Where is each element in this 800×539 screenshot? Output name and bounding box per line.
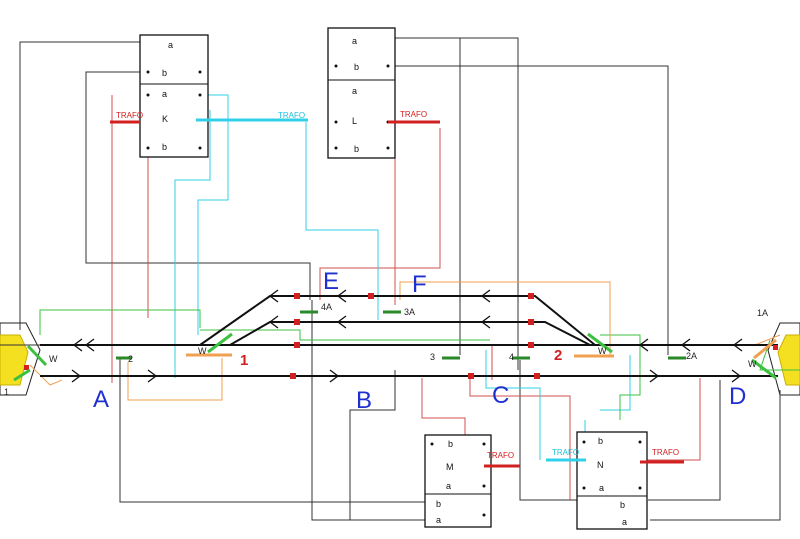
box-M-row-3: a: [446, 481, 451, 491]
block-number-2: 2: [554, 347, 562, 364]
tracks: [40, 295, 778, 377]
trafo-label-K-cyan: TRAFO: [278, 111, 305, 120]
label-B: B: [356, 387, 372, 414]
label-E: E: [323, 268, 339, 295]
section-4: 4: [509, 352, 514, 362]
orange-wires: [29, 281, 781, 401]
trafo-label-L: TRAFO: [400, 110, 427, 119]
switch-label-left: W: [49, 354, 58, 364]
box-N-row-5: a: [622, 517, 627, 527]
box-N-row-2: N: [597, 460, 604, 470]
left-terminal: [0, 322, 41, 396]
trafo-label-N-cyan: TRAFO: [552, 448, 579, 457]
trafo-label-K: TRAFO: [116, 111, 143, 120]
box-K-row-2: b: [162, 68, 167, 78]
switch-label-inner-right: W: [598, 346, 607, 356]
black-wires: [0, 37, 781, 521]
label-F: F: [412, 271, 427, 298]
box-N-row-1: b: [598, 436, 603, 446]
box-L-row-1: a: [352, 36, 357, 46]
section-markers: [24, 293, 778, 379]
track-arrows: [71, 289, 743, 383]
section-1: 1: [4, 387, 9, 397]
box-L: a b a L b: [327, 27, 396, 159]
box-N-row-3: a: [599, 483, 604, 493]
switch-motors: [13, 332, 777, 382]
section-1A: 1A: [757, 308, 768, 318]
label-A: A: [93, 386, 109, 413]
section-3: 3: [430, 352, 435, 362]
box-M-row-4: b: [436, 499, 441, 509]
box-M-row-2: M: [446, 462, 454, 472]
cyan-wires: [174, 94, 631, 480]
isolators: [116, 310, 686, 360]
box-K-row-5: b: [162, 142, 167, 152]
box-K-row-4: K: [162, 114, 168, 124]
switch-label-right: W: [748, 359, 757, 369]
box-N-row-4: b: [620, 500, 625, 510]
section-2: 2: [128, 354, 133, 364]
block-number-1: 1: [240, 352, 248, 369]
box-L-row-4: L: [352, 116, 357, 126]
section-2A: 2A: [686, 351, 697, 361]
trafo-label-N: TRAFO: [652, 448, 679, 457]
box-K: a b a K b: [139, 34, 209, 158]
red-wires: [111, 95, 701, 520]
box-K-row-1: a: [168, 40, 173, 50]
box-K-row-3: a: [162, 89, 167, 99]
box-L-row-5: b: [354, 144, 359, 154]
green-wires: [39, 309, 800, 420]
box-L-row-2: b: [354, 62, 359, 72]
section-4A: 4A: [321, 302, 332, 312]
box-M: b M a b a: [424, 434, 492, 528]
label-C: C: [492, 382, 509, 409]
section-3A: 3A: [404, 307, 415, 317]
label-D: D: [729, 383, 746, 410]
trafo-feeds: TRAFO TRAFO TRAFO TRAFO TRAFO TRAFO: [110, 110, 684, 468]
box-L-row-3: a: [352, 86, 357, 96]
box-M-row-5: a: [436, 515, 441, 525]
box-N: b N a b a: [576, 431, 648, 530]
switch-label-inner-left: W: [198, 346, 207, 356]
box-M-row-1: b: [448, 439, 453, 449]
trafo-label-M: TRAFO: [487, 451, 514, 460]
right-terminal: [767, 322, 800, 396]
